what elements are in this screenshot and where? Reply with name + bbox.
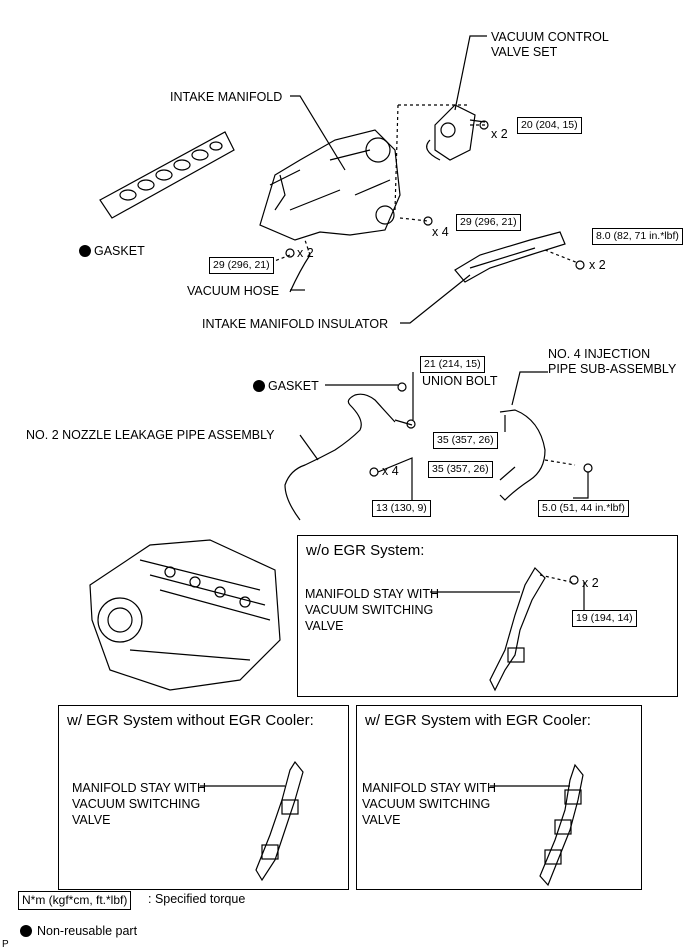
bolt-icon bbox=[406, 419, 416, 429]
leader-nozzle-bolt bbox=[377, 457, 413, 500]
label-gasket-top: GASKET bbox=[94, 244, 145, 258]
engine-drawing bbox=[89, 539, 281, 691]
vacuum-control-valve-drawing bbox=[426, 104, 486, 161]
vacuum-hose-drawing bbox=[289, 254, 311, 293]
qty-nozzle: x 4 bbox=[382, 464, 399, 478]
label-intake-manifold-insulator: INTAKE MANIFOLD INSULATOR bbox=[202, 317, 389, 331]
torque-union: 21 (214, 15) bbox=[420, 356, 485, 373]
label-intake-manifold: INTAKE MANIFOLD bbox=[170, 90, 283, 104]
non-reusable-dot-icon bbox=[79, 245, 91, 257]
label-manifold-stay-2: MANIFOLD STAY WITH VACUUM SWITCHING VALV… bbox=[72, 781, 207, 827]
torque-inj-clamp: 5.0 (51, 44 in.*lbf) bbox=[538, 500, 629, 517]
qty-im-right: x 4 bbox=[432, 225, 449, 239]
label-no2-nozzle-leakage-pipe: NO. 2 NOZZLE LEAKAGE PIPE ASSEMBLY bbox=[26, 428, 275, 442]
bolt-icon bbox=[479, 120, 489, 130]
legend-torque-desc: : Specified torque bbox=[148, 892, 246, 906]
torque-vcv: 20 (204, 15) bbox=[517, 117, 582, 134]
legend-non-reusable: Non-reusable part bbox=[37, 924, 138, 938]
non-reusable-dot-icon bbox=[253, 380, 265, 392]
frame-w-egr-no-cooler: w/ EGR System without EGR Cooler: bbox=[58, 705, 349, 890]
torque-inj-bottom: 35 (357, 26) bbox=[428, 461, 493, 478]
leader-nozzle bbox=[299, 434, 319, 461]
intake-manifold-drawing bbox=[259, 129, 401, 241]
leader-intake-manifold bbox=[290, 95, 346, 171]
manifold-stay-drawing-3 bbox=[539, 763, 584, 887]
bolt-icon bbox=[423, 216, 433, 226]
bolt-icon bbox=[369, 467, 379, 477]
torque-stay: 19 (194, 14) bbox=[572, 610, 637, 627]
bolt-icon bbox=[285, 248, 295, 258]
label-gasket-mid: GASKET bbox=[268, 379, 319, 393]
label-manifold-stay-1: MANIFOLD STAY WITH VACUUM SWITCHING VALV… bbox=[305, 587, 440, 633]
qty-vcv: x 2 bbox=[491, 127, 508, 141]
torque-nozzle: 13 (130, 9) bbox=[372, 500, 431, 517]
bolt-icon bbox=[583, 463, 593, 473]
torque-insulator: 8.0 (82, 71 in.*lbf) bbox=[592, 228, 683, 245]
qty-stay: x 2 bbox=[582, 576, 599, 590]
label-vacuum-control-valve-set: VACUUM CONTROL VALVE SET bbox=[491, 30, 609, 59]
injection-pipe-drawing bbox=[499, 409, 576, 501]
leader-vcv bbox=[454, 35, 487, 111]
intake-gasket-drawing bbox=[99, 131, 235, 219]
label-manifold-stay-3: MANIFOLD STAY WITH VACUUM SWITCHING VALV… bbox=[362, 781, 497, 827]
label-union-bolt: UNION BOLT bbox=[422, 374, 498, 388]
leader-inj-bottom bbox=[499, 466, 516, 481]
leader-injection bbox=[511, 371, 548, 406]
torque-im-right: 29 (296, 21) bbox=[456, 214, 521, 231]
bolt-icon bbox=[569, 575, 579, 585]
corner-mark: P bbox=[2, 939, 9, 950]
frame-w-egr-cooler: w/ EGR System with EGR Cooler: bbox=[356, 705, 642, 890]
legend-torque-unit: N*m (kgf*cm, ft.*lbf) bbox=[18, 891, 132, 910]
frame-w-egr-cooler-title: w/ EGR System with EGR Cooler: bbox=[365, 712, 591, 729]
nozzle-leakage-pipe-drawing bbox=[284, 382, 413, 521]
frame-wo-egr-title: w/o EGR System: bbox=[306, 542, 425, 559]
insulator-drawing bbox=[454, 231, 566, 283]
bolt-icon bbox=[575, 260, 585, 270]
qty-insulator: x 2 bbox=[589, 258, 606, 272]
non-reusable-dot-icon bbox=[20, 925, 32, 937]
torque-im-left: 29 (296, 21) bbox=[209, 257, 274, 274]
manifold-stay-drawing-2 bbox=[255, 760, 304, 882]
label-vacuum-hose: VACUUM HOSE bbox=[187, 284, 280, 298]
leader-insulator bbox=[400, 274, 471, 324]
torque-inj-top: 35 (357, 26) bbox=[433, 432, 498, 449]
manifold-stay-drawing-1 bbox=[489, 567, 576, 692]
qty-im-left: x 2 bbox=[297, 246, 314, 260]
frame-w-egr-no-cooler-title: w/ EGR System without EGR Cooler: bbox=[67, 712, 314, 729]
leader-inj-clamp bbox=[573, 472, 589, 499]
frame-wo-egr: w/o EGR System: bbox=[297, 535, 678, 697]
label-no4-injection-pipe: NO. 4 INJECTION PIPE SUB-ASSEMBLY bbox=[548, 347, 677, 376]
